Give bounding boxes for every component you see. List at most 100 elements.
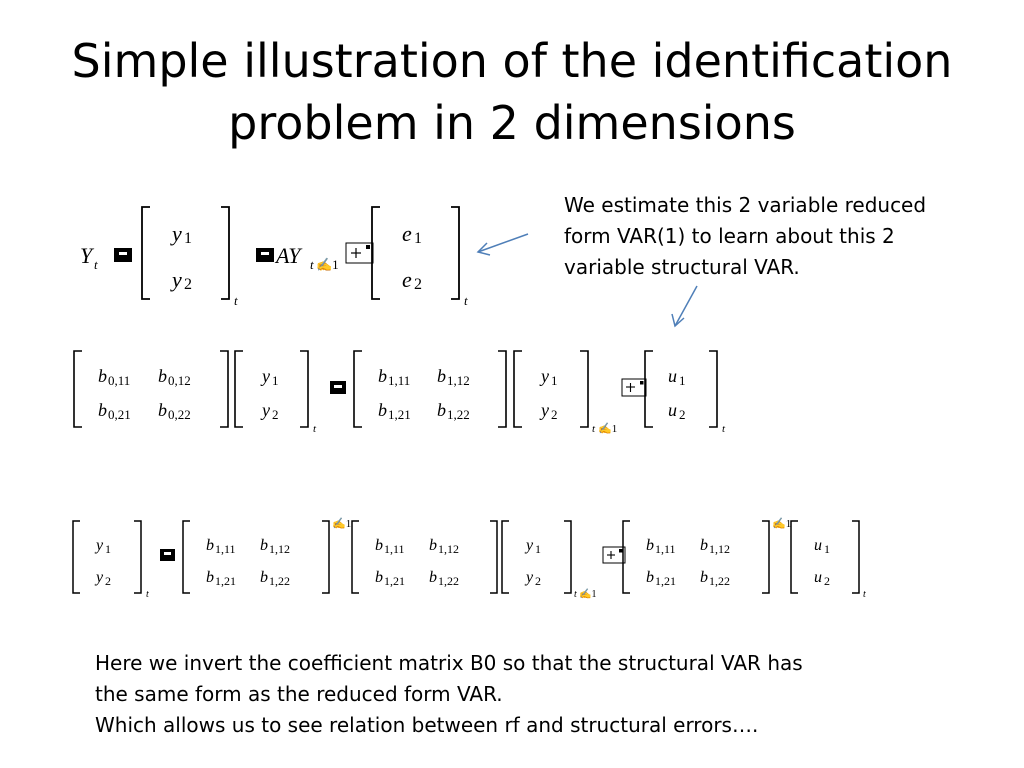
eq1-e2: e: [402, 267, 412, 292]
eq2-b011: b: [98, 366, 107, 386]
eq2-b022: b: [158, 400, 167, 420]
eq3-b122-a: b: [260, 569, 268, 586]
eq3-B0inv2-left-bracket: [622, 520, 630, 594]
eq3-ylag2: y: [524, 569, 534, 586]
eq1-y2-sub: 2: [184, 276, 192, 293]
eq3-y2: y: [94, 569, 104, 586]
arrowhead-down-icon: [671, 313, 685, 328]
eq3-B1-left-bracket: [351, 520, 359, 594]
eq3-b111-b: b: [375, 537, 383, 554]
eq3-b121-a-sub: 1,21: [215, 574, 236, 588]
eq3-u1-sub: 1: [824, 542, 830, 556]
eq3-ylag2-sub: 2: [535, 574, 541, 588]
eq3-ylag1-sub: 1: [535, 542, 541, 556]
eq1-matrix-sub-t: t: [234, 293, 238, 308]
eq3-B0inv-right-bracket: [322, 520, 330, 594]
eq3-y-left-bracket: [72, 520, 80, 594]
eq2-b112-sub: 1,12: [447, 373, 470, 388]
eq2-b111-sub: 1,11: [388, 373, 410, 388]
eq2-B1-right-bracket: [498, 350, 507, 428]
structural-var-equation: b 0,11 b 0,12 b 0,21 b 0,22 y 1 y 2 t b …: [73, 350, 726, 435]
eq2-ylag-left-bracket: [513, 350, 522, 428]
eq1-e1-sub: 1: [414, 230, 422, 247]
eq3-inverse-glyph: ✍1: [332, 517, 351, 530]
eq1-left-bracket: [141, 206, 150, 300]
eq2-b012-sub: 0,12: [168, 373, 191, 388]
eq3-b111-b-sub: 1,11: [384, 542, 405, 556]
eq2-B0-left-bracket: [73, 350, 82, 428]
eq1-e2-sub: 2: [414, 276, 422, 293]
eq1-y2: y: [170, 267, 182, 292]
eq3-b112-b-sub: 1,12: [438, 542, 459, 556]
eq1-AY: AY: [274, 243, 303, 268]
eq2-ylag-right-bracket: [580, 350, 589, 428]
eq1-minus1-glyph: ✍1: [316, 257, 339, 272]
eq2-y-right-bracket: [300, 350, 309, 428]
eq2-b021-sub: 0,21: [108, 407, 131, 422]
eq1-Y-sub-t: t: [94, 257, 98, 272]
eq3-b121-c-sub: 1,21: [655, 574, 676, 588]
eq3-equals-glyph: [160, 549, 175, 561]
eq2-b121: b: [378, 400, 387, 420]
eq2-y-left-bracket: [234, 350, 243, 428]
eq1-equals-glyph: [114, 248, 132, 262]
eq3-y1-sub: 1: [105, 542, 111, 556]
slide-title: Simple illustration of the identificatio…: [0, 30, 1024, 154]
eq2-u2-sub: 2: [679, 407, 686, 422]
eq3-y-right-bracket: [134, 520, 142, 594]
eq3-b122-c: b: [700, 569, 708, 586]
eq3-minus1-glyph: ✍1: [579, 588, 596, 600]
eq2-b122-sub: 1,22: [447, 407, 470, 422]
eq2-b121-sub: 1,21: [388, 407, 411, 422]
eq1-Y: Y: [80, 243, 95, 268]
eq3-B0inv2-right-bracket: [762, 520, 770, 594]
eq2-y1: y: [260, 366, 270, 386]
eq2-y2-sub: 2: [272, 407, 279, 422]
eq3-ylag-left-bracket: [501, 520, 509, 594]
eq3-u1: u: [814, 537, 822, 554]
eq2-b111: b: [378, 366, 387, 386]
eq3-b121-b: b: [375, 569, 383, 586]
eq2-B0-right-bracket: [220, 350, 229, 428]
eq2-b112: b: [437, 366, 446, 386]
eq3-b112-c: b: [700, 537, 708, 554]
eq3-y1: y: [94, 537, 104, 554]
eq2-b022-sub: 0,22: [168, 407, 191, 422]
eq1-AY-sub: t: [310, 257, 314, 272]
eq3-b122-b-sub: 1,22: [438, 574, 459, 588]
eq3-plus-glyph: [602, 546, 626, 564]
eq3-u2: u: [814, 569, 822, 586]
eq2-u-right-bracket: [709, 350, 718, 428]
title-line-2: problem in 2 dimensions: [228, 96, 796, 150]
eq1-plus-glyph: [345, 242, 374, 264]
eq3-b111-c-sub: 1,11: [655, 542, 676, 556]
eq3-B1-right-bracket: [490, 520, 498, 594]
eq3-b112-a: b: [260, 537, 268, 554]
eq2-u-sub-t: t: [722, 423, 726, 435]
eq3-b111-c: b: [646, 537, 654, 554]
eq1-e1: e: [402, 221, 412, 246]
eq3-u-left-bracket: [790, 520, 798, 594]
eq1-e-sub-t: t: [464, 293, 468, 308]
eq3-inverse-glyph-2: ✍1: [772, 517, 791, 530]
eq3-b121-a: b: [206, 569, 214, 586]
eq2-b011-sub: 0,11: [108, 373, 130, 388]
arrow-to-reduced-form: [477, 233, 529, 253]
note-line-1: Here we invert the coefficient matrix B0…: [95, 651, 803, 675]
eq3-u-right-bracket: [852, 520, 860, 594]
eq3-b121-b-sub: 1,21: [384, 574, 405, 588]
eq2-y1-sub: 1: [272, 373, 279, 388]
title-line-1: Simple illustration of the identificatio…: [71, 34, 953, 88]
eq2-u1: u: [668, 366, 677, 386]
eq2-plus-glyph: [621, 378, 647, 397]
eq2-b021: b: [98, 400, 107, 420]
eq3-b122-b: b: [429, 569, 437, 586]
eq3-b122-a-sub: 1,22: [269, 574, 290, 588]
eq2-b012: b: [158, 366, 167, 386]
eq3-ylag-right-bracket: [564, 520, 572, 594]
eq3-u-sub-t: t: [863, 589, 866, 600]
eq3-u2-sub: 2: [824, 574, 830, 588]
eq1-right-bracket: [221, 206, 230, 300]
eq2-u-left-bracket: [644, 350, 653, 428]
inverted-structural-var-equation: y 1 y 2 t b 1,11 b 1,12 b 1,21 b 1,22 ✍1…: [72, 517, 866, 600]
